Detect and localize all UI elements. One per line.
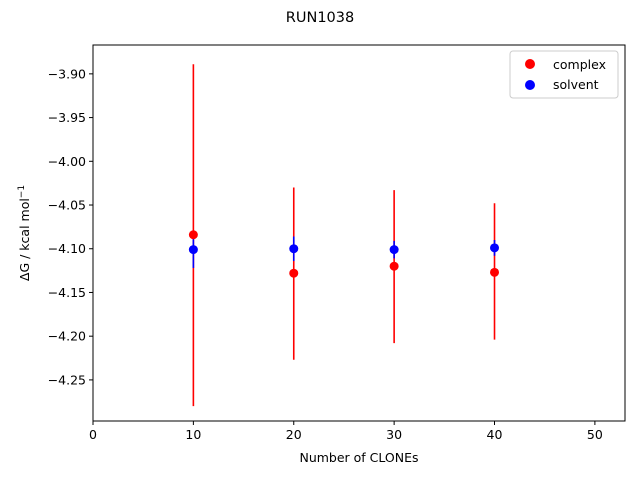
y-tick-label: −4.00 xyxy=(48,154,86,169)
complex-point xyxy=(188,230,198,240)
y-tick-label: −4.15 xyxy=(48,285,86,300)
legend-box xyxy=(509,50,619,99)
x-tick-label: 40 xyxy=(487,427,503,442)
legend-label-complex: complex xyxy=(553,57,606,72)
complex-point xyxy=(490,267,500,277)
legend-marker-complex xyxy=(525,59,535,69)
y-tick-label: −3.95 xyxy=(48,110,86,125)
y-tick-label: −4.20 xyxy=(48,329,86,344)
plot-area xyxy=(93,45,625,421)
y-axis-label-exponent: −1 xyxy=(17,185,27,198)
y-axis-label: ΔG / kcal mol−1 xyxy=(17,185,32,281)
solvent-point xyxy=(289,244,299,254)
y-tick-label: −3.90 xyxy=(48,66,86,81)
x-tick-label: 20 xyxy=(286,427,302,442)
complex-point xyxy=(289,268,299,278)
y-axis-ticks: −3.90 −3.95 −4.00 −4.05 −4.10 −4.15 −4.20 −4.25 xyxy=(48,66,93,387)
data-points xyxy=(188,230,500,278)
plot-frame xyxy=(92,44,626,422)
x-axis-ticks: 0 10 20 30 40 50 xyxy=(89,421,603,442)
chart-title: RUN1038 xyxy=(286,10,354,26)
y-tick-label: −4.05 xyxy=(48,198,86,213)
y-tick-label: −4.10 xyxy=(48,241,86,256)
legend-label-solvent: solvent xyxy=(553,77,599,92)
legend-marker-solvent xyxy=(525,80,535,90)
y-tick-label: −4.25 xyxy=(48,372,86,387)
solvent-point xyxy=(490,243,500,253)
y-axis-label-base: ΔG / kcal mol xyxy=(17,198,32,281)
legend: complex solvent xyxy=(509,50,619,99)
x-tick-label: 50 xyxy=(587,427,603,442)
x-tick-label: 30 xyxy=(386,427,402,442)
x-tick-label: 0 xyxy=(89,427,97,442)
solvent-point xyxy=(188,245,198,255)
x-tick-label: 10 xyxy=(185,427,201,442)
complex-point xyxy=(389,261,399,271)
x-axis-label: Number of CLONEs xyxy=(299,450,418,465)
solvent-point xyxy=(389,245,399,255)
